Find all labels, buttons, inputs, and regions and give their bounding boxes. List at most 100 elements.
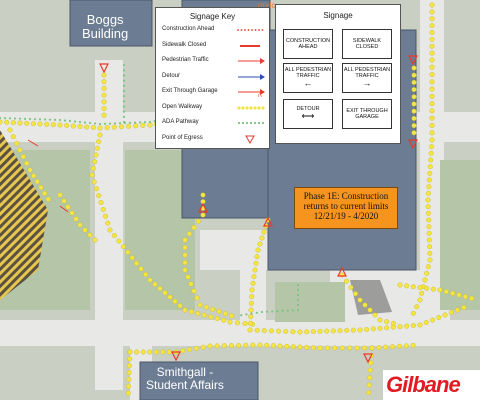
walkway-dot [98,199,104,205]
walkway-dot [357,297,363,303]
ada-dot [266,310,269,313]
walkway-dot [353,291,359,297]
ada-dot [143,121,147,124]
walkway-dot [24,120,30,126]
walkway-dot [390,320,396,326]
walkway-dot [24,160,30,166]
walkway-dot [90,165,96,171]
sign-box: DETOUR⟷ [283,99,333,129]
walkway-dot [261,328,267,334]
ada-dot [93,122,97,125]
walkway-dot [297,344,303,350]
walkway-dot [249,294,255,300]
walkway-dot [410,284,416,290]
ada-dot [122,105,126,108]
walkway-dot [127,349,133,355]
walkway-dot [162,290,168,296]
walkway-dot [166,349,172,355]
walkway-dot [424,285,430,291]
walkway-dot [64,122,70,128]
walkway-dot [428,157,434,163]
walkway-dot [101,85,107,91]
blue-arrow-icon [238,73,265,80]
walkway-dot [339,345,345,351]
walkway-dot [228,343,234,349]
walkway-dot [427,170,433,176]
walkway-dot [276,328,282,334]
walkway-dot [126,370,132,376]
walkway-dot [354,345,360,351]
walkway-dot [429,16,435,22]
yellow-dots-icon [237,105,265,110]
ada-dot [68,119,72,123]
walkway-dot [77,222,83,228]
partial-building-label: ondo [258,1,276,10]
walkway-dot [227,319,233,325]
ada-dot [133,121,137,124]
walkway-dot [107,227,113,233]
walkway-dot [426,230,432,236]
egress-triangle [99,63,109,74]
boggs-building-shape [69,0,153,47]
walkway-dot [111,233,117,239]
ada-dot [276,310,279,313]
walkway-dot [10,134,16,140]
ada-dot [296,298,300,302]
sign-text: EXIT THROUGH GARAGE [346,107,388,120]
walkway-dot [411,130,417,136]
walkway-dot [337,328,343,334]
walkway-dot [377,317,383,323]
walkway-dot [129,255,135,261]
walkway-dot [261,229,267,235]
walkway-dot [297,329,303,335]
walkway-dot [411,115,417,121]
walkway-dot [429,43,435,49]
key-item-label: Open Walkway [162,103,203,110]
walkway-dot [94,145,100,151]
walkway-dot [27,167,33,173]
walkway-dot [147,349,153,355]
walkway-dot [411,87,417,93]
walkway-dot [429,115,435,121]
sign-box: ALL PEDESTRIAN TRAFFIC→ [342,63,392,93]
walkway-dot [160,349,166,355]
walkway-dot [57,192,63,198]
ada-dot [296,293,300,297]
egress-triangle [408,55,418,66]
walkway-dot [101,99,107,105]
ada-dot [8,117,12,120]
key-item-label: Sidewalk Closed [162,41,207,48]
walkway-dot [410,323,416,329]
walkway-dot [429,130,435,136]
walkway-dot [200,212,206,218]
walkway-dot [201,312,207,318]
walkway-dot [429,2,435,8]
walkway-dot [366,390,372,396]
walkway-dot [45,196,51,202]
walkway-dot [429,72,435,78]
ada-dot [286,309,289,312]
sign-box: EXIT THROUGH GARAGE [342,99,392,129]
ada-dot [138,121,142,124]
walkway-dot [125,390,131,396]
walkway-dot [425,197,431,203]
walkway-dot [195,310,201,316]
walkway-dot [357,327,363,333]
walkway-dot [140,349,146,355]
walkway-dot [304,344,310,350]
ada-dot [296,288,300,292]
walkway-dot [185,274,191,280]
walkway-dot [191,224,197,230]
walkway-dot [197,302,203,308]
walkway-dot [236,342,242,348]
walkway-dot [214,343,220,349]
walkway-dot [284,343,290,349]
walkway-dot [251,274,257,280]
walkway-dot [362,345,368,351]
walkway-dot [370,326,376,332]
walkway-dot [404,283,410,289]
walkway-dot [182,237,188,243]
walkway-dot [410,342,416,348]
walkway-dot [234,320,240,326]
walkway-dot [104,125,110,131]
